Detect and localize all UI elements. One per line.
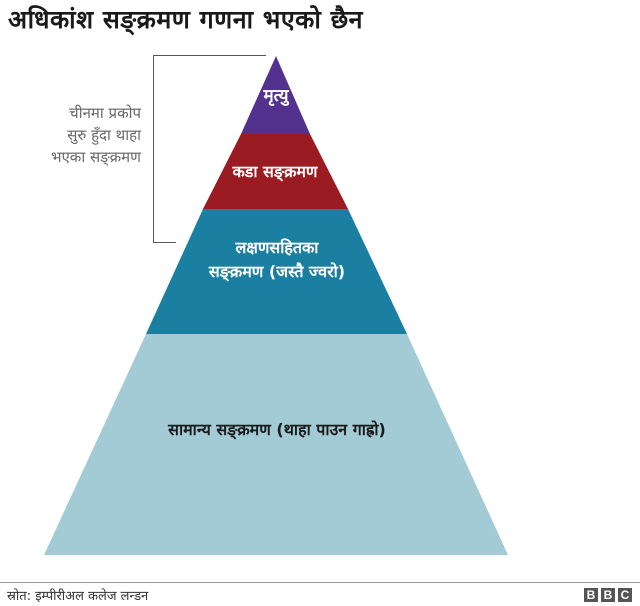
layer-symptomatic-infections: [146, 209, 407, 334]
layer-label-line: कडा सङ्क्रमण: [232, 162, 318, 181]
layer-label-mild: सामान्य सङ्क्रमण (थाहा पाउन गाह्रो): [168, 418, 386, 442]
bbc-logo: B B C: [584, 588, 632, 602]
layer-severe-infections: [203, 134, 348, 209]
annotation-known-infections: चीनमा प्रकोप सुरु हुँदा थाहा भएका सङ्क्र…: [51, 102, 141, 168]
source-credit: स्रोत: इम्पीरीअल कलेज लन्डन: [7, 589, 149, 604]
layer-label-symptomatic: लक्षणसहितका सङ्क्रमण (जस्तै ज्वरो): [209, 236, 345, 284]
layer-label-line: सङ्क्रमण (जस्तै ज्वरो): [208, 262, 346, 281]
bracket-vertical-line: [153, 55, 154, 242]
annotation-line: चीनमा प्रकोप: [69, 104, 141, 122]
layer-label-line: लक्षणसहितका: [235, 238, 319, 257]
layer-label-deaths: मृत्यु: [264, 84, 289, 108]
bbc-logo-letter: B: [601, 588, 615, 602]
bracket-bottom-line: [153, 242, 176, 243]
layer-label-line: सामान्य सङ्क्रमण (थाहा पाउन गाह्रो): [168, 420, 386, 439]
annotation-line: भएका सङ्क्रमण: [50, 148, 141, 166]
bracket-top-line: [153, 55, 266, 56]
page-title: अधिकांश सङ्क्रमण गणना भएको छैन: [8, 5, 363, 34]
footer-divider: [0, 582, 640, 583]
layer-label-line: मृत्यु: [263, 86, 289, 106]
annotation-line: सुरु हुँदा थाहा: [67, 126, 141, 144]
layer-label-severe: कडा सङ्क्रमण: [233, 160, 318, 184]
layer-deaths: [241, 56, 310, 134]
layer-mild-infections: [44, 334, 508, 555]
bbc-logo-letter: B: [584, 588, 598, 602]
bbc-logo-letter: C: [618, 588, 632, 602]
